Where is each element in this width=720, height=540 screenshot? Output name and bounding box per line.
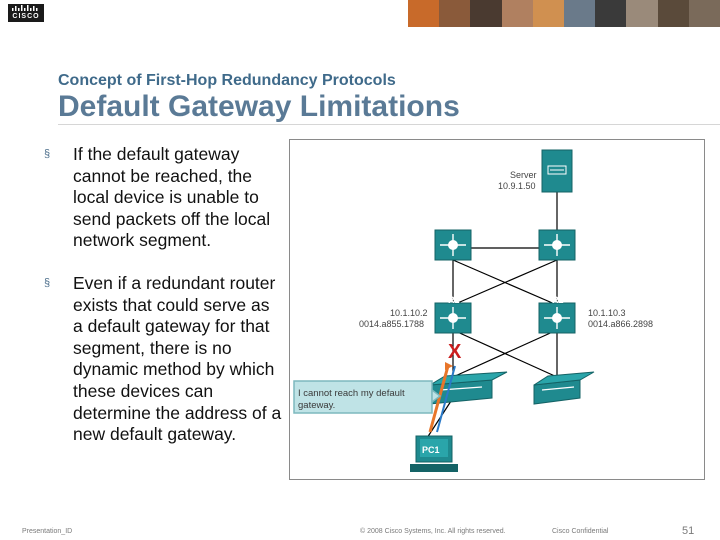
r1-mac-label: 0014.a855.1788 [359, 319, 424, 329]
banner-photo-strip [408, 0, 720, 27]
logo-text: CISCO [8, 13, 44, 20]
server-ip-label: 10.9.1.50 [498, 181, 536, 191]
callout-text-line2: gateway. [298, 400, 335, 411]
r2-ip-label: 10.1.10.3 [588, 308, 626, 318]
access-switch-2-icon [534, 372, 594, 404]
r1-ip-label: 10.1.10.2 [390, 308, 428, 318]
bullet-item: § If the default gateway cannot be reach… [44, 144, 284, 252]
network-diagram: Server 10.9.1.50 R1 R2 [289, 139, 705, 480]
r2-name-label: R2 [552, 295, 564, 305]
bullet-text: Even if a redundant router exists that c… [73, 273, 281, 444]
cisco-logo-icon: CISCO [8, 4, 44, 22]
bullet-marker-icon: § [44, 273, 50, 295]
footer-presentation-id: Presentation_ID [22, 528, 72, 535]
bullet-item: § Even if a redundant router exists that… [44, 273, 284, 446]
router-r1-icon [435, 303, 471, 333]
server-name-label: Server [510, 170, 537, 180]
r2-mac-label: 0014.a866.2898 [588, 319, 653, 329]
core-switch-2-icon [539, 230, 575, 260]
callout-text-line1: I cannot reach my default [298, 388, 405, 399]
pc-name-label: PC1 [422, 445, 440, 455]
slide-subtitle: Concept of First-Hop Redundancy Protocol… [58, 72, 396, 90]
footer-copyright: © 2008 Cisco Systems, Inc. All rights re… [360, 528, 506, 535]
page-number: 51 [682, 525, 694, 537]
footer-confidential: Cisco Confidential [552, 528, 608, 535]
bullet-marker-icon: § [44, 144, 50, 166]
link-failure-mark: X [448, 341, 462, 363]
router-r2-icon [539, 303, 575, 333]
server-icon [542, 150, 572, 192]
top-banner: CISCO [0, 0, 720, 27]
slide-title: Default Gateway Limitations [58, 90, 460, 124]
bullet-list: § If the default gateway cannot be reach… [44, 144, 284, 467]
title-divider [58, 124, 720, 125]
bullet-text: If the default gateway cannot be reached… [73, 144, 270, 250]
r1-name-label: R1 [448, 295, 460, 305]
core-switch-1-icon [435, 230, 471, 260]
